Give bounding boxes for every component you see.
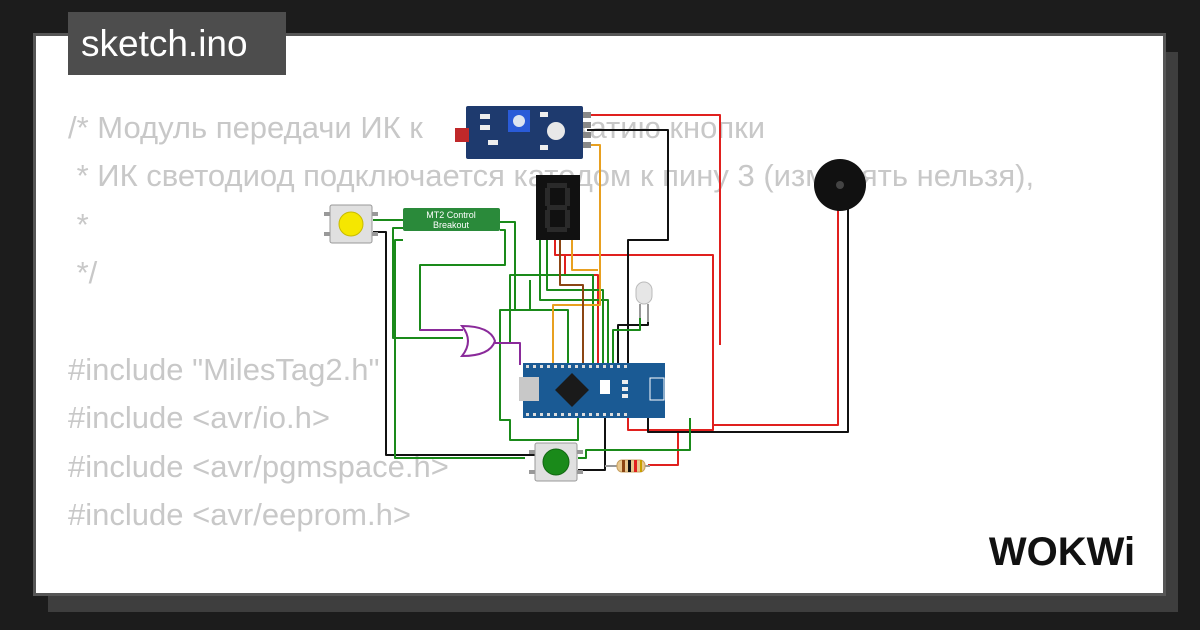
- arduino-nano-board[interactable]: [519, 363, 665, 418]
- ir-led-lens: [455, 128, 469, 142]
- wire-red: [648, 432, 679, 466]
- wire-green: [419, 229, 506, 331]
- code-line: */: [68, 255, 98, 291]
- reset-button[interactable]: [600, 380, 610, 394]
- ir-sensor-module[interactable]: [455, 106, 591, 159]
- seven-segment-display[interactable]: [536, 175, 580, 240]
- wire-red: [713, 205, 839, 426]
- wire-green: [392, 227, 463, 339]
- code-line: #include <avr/io.h>: [68, 400, 330, 436]
- wire-black: [373, 231, 535, 456]
- resistor[interactable]: [605, 459, 650, 473]
- mt2-control-breakout[interactable]: MT2 Control Breakout: [403, 208, 500, 231]
- file-tab[interactable]: sketch.ino: [68, 12, 286, 75]
- wire-green: [394, 239, 525, 459]
- wire-green: [499, 280, 579, 441]
- wire-green: [546, 240, 604, 365]
- wire-red: [585, 114, 721, 345]
- project-preview-card: [33, 33, 1166, 596]
- green-pushbutton[interactable]: [529, 442, 583, 482]
- mt2-breakout-label-line1: MT2 Control: [426, 210, 476, 220]
- photo-diode: [547, 122, 565, 140]
- wire-green: [539, 240, 609, 365]
- wire-black: [647, 205, 849, 433]
- code-line: #include <avr/eeprom.h>: [68, 497, 411, 533]
- code-line: *: [68, 206, 89, 242]
- white-led[interactable]: [635, 281, 653, 322]
- or-gate[interactable]: [459, 324, 497, 358]
- wire-black: [578, 418, 606, 471]
- microcontroller-chip: [555, 373, 589, 407]
- mt2-breakout-label-line2: Breakout: [433, 220, 470, 230]
- wire-black: [617, 305, 649, 365]
- wires: [373, 114, 849, 471]
- code-line: #include "MilesTag2.h": [68, 351, 380, 387]
- wire-green: [578, 418, 691, 459]
- header-pins-top: [526, 365, 627, 368]
- wire-black: [587, 129, 669, 365]
- header-pins-bottom: [526, 413, 627, 416]
- wire-purple: [495, 342, 521, 365]
- usb-port: [519, 377, 539, 401]
- segment-digit-8: [545, 183, 570, 232]
- wire-red: [554, 240, 714, 431]
- wokwi-logo-text: WOKWi: [989, 530, 1135, 574]
- wire-orange: [571, 240, 598, 271]
- wire-brown: [559, 240, 584, 365]
- piezo-buzzer[interactable]: [814, 159, 866, 211]
- wire-orange: [552, 144, 601, 365]
- wire-green: [495, 274, 594, 365]
- wokwi-logo: WOKWi: [989, 530, 1135, 574]
- yellow-pushbutton[interactable]: [324, 204, 378, 244]
